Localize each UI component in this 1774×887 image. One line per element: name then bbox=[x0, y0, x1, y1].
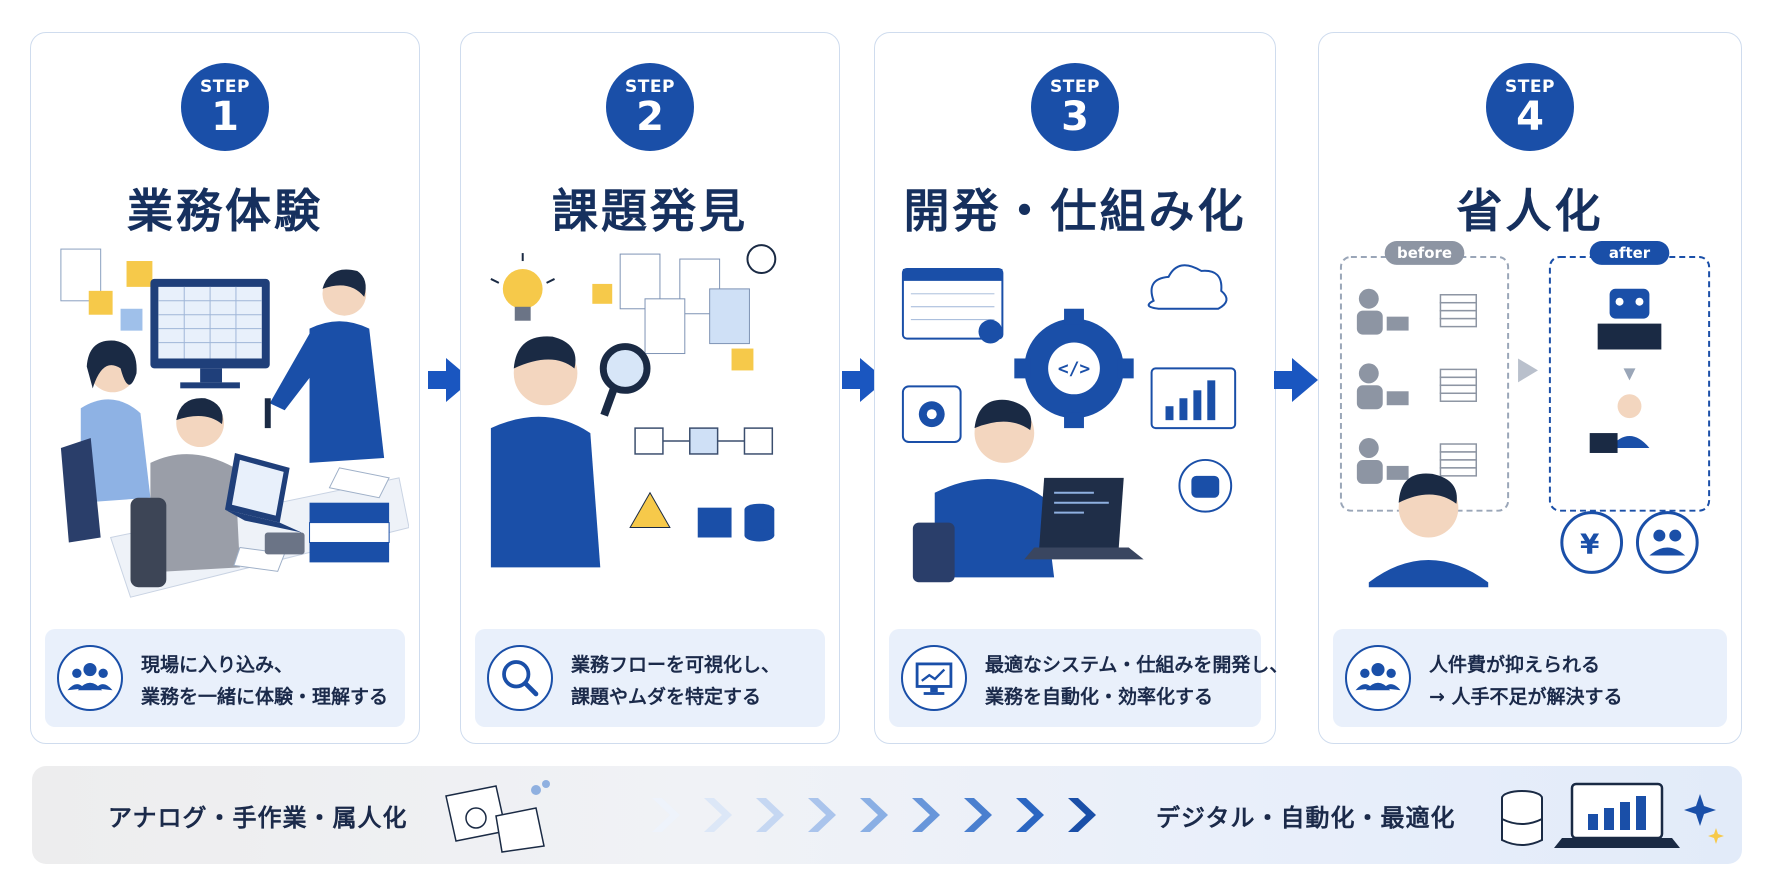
step-caption-4: 人件費が抑えられる → 人手不足が解決する bbox=[1333, 629, 1727, 727]
after-label: after bbox=[1609, 244, 1651, 262]
step-caption-3: 最適なシステム・仕組みを開発し、 業務を自動化・効率化する bbox=[889, 629, 1289, 727]
step-label: STEP bbox=[1050, 77, 1100, 97]
before-label: before bbox=[1397, 244, 1452, 262]
step-badge-3: STEP 3 bbox=[1031, 63, 1119, 151]
office-work-illustration bbox=[41, 238, 410, 658]
step-title-1: 業務体験 bbox=[127, 184, 323, 238]
caption-line: 業務フローを可視化し、 bbox=[571, 654, 781, 676]
flow-arrow-3 bbox=[1274, 358, 1318, 402]
step-badge-1: STEP 1 bbox=[181, 63, 269, 151]
step-number: 3 bbox=[1061, 94, 1089, 140]
paper-pile-icon bbox=[436, 776, 586, 856]
transformation-band: アナログ・手作業・属人化 デジタル・自動化・最適化 bbox=[32, 766, 1742, 864]
labor-saving-illustration: before after bbox=[1329, 238, 1731, 658]
step-number: 1 bbox=[211, 94, 239, 140]
issue-discovery-illustration bbox=[471, 238, 829, 658]
caption-line: 現場に入り込み、 bbox=[141, 654, 294, 676]
development-illustration: </> bbox=[885, 238, 1265, 658]
step-label: STEP bbox=[1505, 77, 1555, 97]
svg-text:</>: </> bbox=[1058, 358, 1090, 379]
progress-chevrons bbox=[652, 798, 1096, 832]
caption-line: 課題やムダを特定する bbox=[571, 686, 762, 708]
step-card-4: STEP 4 省人化 before after bbox=[1318, 32, 1742, 744]
monitor-chart-icon bbox=[901, 645, 967, 711]
step-title-3: 開発・仕組み化 bbox=[903, 184, 1247, 238]
step-number: 2 bbox=[636, 94, 664, 140]
step-card-2: STEP 2 課題発見 bbox=[460, 32, 840, 744]
step-number: 4 bbox=[1516, 94, 1544, 140]
step-label: STEP bbox=[200, 77, 250, 97]
step-caption-2: 業務フローを可視化し、 課題やムダを特定する bbox=[475, 629, 825, 727]
step-card-3: STEP 3 開発・仕組み化 </> bbox=[874, 32, 1289, 744]
flow-arrow-2 bbox=[842, 358, 886, 402]
step-title-2: 課題発見 bbox=[552, 184, 748, 238]
digital-label: デジタル・自動化・最適化 bbox=[1156, 804, 1456, 832]
svg-text:¥: ¥ bbox=[1580, 527, 1600, 560]
step-title-4: 省人化 bbox=[1456, 184, 1604, 238]
magnifier-icon bbox=[487, 645, 553, 711]
caption-line: 業務を自動化・効率化する bbox=[985, 686, 1214, 708]
step-caption-1: 現場に入り込み、 業務を一緒に体験・理解する bbox=[45, 629, 405, 727]
database-laptop-icon bbox=[1492, 774, 1732, 858]
analog-label: アナログ・手作業・属人化 bbox=[108, 804, 408, 832]
step-badge-4: STEP 4 bbox=[1486, 63, 1574, 151]
step-badge-2: STEP 2 bbox=[606, 63, 694, 151]
caption-line: 業務を一緒に体験・理解する bbox=[141, 686, 389, 708]
people-group-icon bbox=[1345, 645, 1411, 711]
people-group-icon bbox=[57, 645, 123, 711]
caption-line: 最適なシステム・仕組みを開発し、 bbox=[985, 654, 1289, 676]
caption-line: → 人手不足が解決する bbox=[1429, 686, 1623, 708]
caption-line: 人件費が抑えられる bbox=[1429, 654, 1601, 676]
step-card-1: STEP 1 業務体験 bbox=[30, 32, 420, 744]
step-label: STEP bbox=[625, 77, 675, 97]
